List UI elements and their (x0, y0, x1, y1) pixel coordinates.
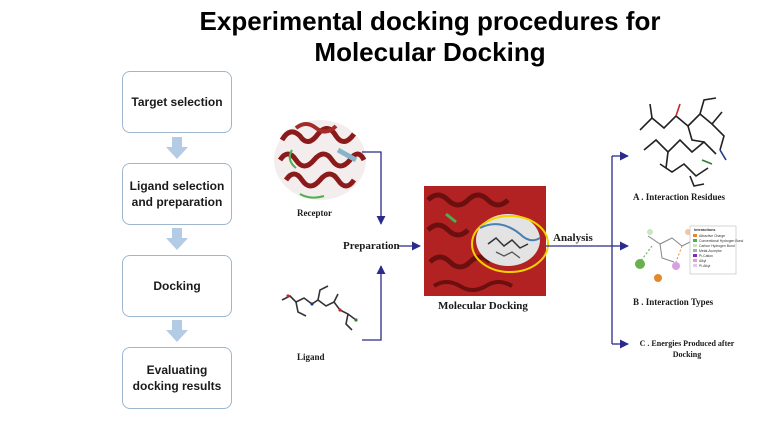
receptor-label: Receptor (297, 208, 332, 218)
step-ligand-selection: Ligand selection and preparation (122, 163, 232, 225)
preparation-label: Preparation (343, 240, 400, 252)
ligand-label: Ligand (297, 352, 325, 362)
title-line-1: Experimental docking procedures for (199, 6, 661, 36)
output-energies: C . Energies Produced after Docking (639, 339, 735, 359)
down-arrow-icon (166, 228, 188, 250)
step-label: Target selection (131, 95, 223, 109)
interaction-legend: Interactions Attractive Charge Conventio… (694, 228, 743, 268)
legend-title: Interactions (694, 228, 716, 232)
interaction-types-image (635, 225, 737, 282)
molecular-docking-label: Molecular Docking (438, 300, 528, 312)
legend-item: Alkyl (699, 259, 706, 263)
molecular-docking-image (424, 186, 549, 296)
interaction-residues-image (639, 97, 727, 187)
ligand-molecule-image (281, 285, 358, 331)
analysis-label: Analysis (553, 232, 593, 244)
legend-item: Carbon Hydrogen Bond (699, 244, 735, 248)
legend-item: Pi-Alkyl (699, 264, 711, 268)
step-evaluating-results: Evaluating docking results (122, 347, 232, 409)
step-label: Evaluating docking results (132, 363, 222, 393)
step-label: Ligand selection and preparation (129, 179, 225, 209)
legend-item: Metal-Acceptor (699, 249, 723, 253)
down-arrow-icon (166, 320, 188, 342)
page-title: Experimental docking procedures for Mole… (0, 6, 768, 68)
legend-item: Attractive Charge (699, 234, 725, 238)
legend-item: Pi-Cation (699, 254, 713, 258)
title-line-2: Molecular Docking (314, 37, 546, 67)
output-interaction-residues: A . Interaction Residues (633, 192, 725, 202)
step-docking: Docking (122, 255, 232, 317)
step-label: Docking (153, 279, 201, 293)
step-target-selection: Target selection (122, 71, 232, 133)
legend-item: Conventional Hydrogen Bond (699, 239, 743, 243)
receptor-protein-image (274, 120, 367, 200)
output-interaction-types: B . Interaction Types (633, 297, 714, 307)
down-arrow-icon (166, 137, 188, 159)
